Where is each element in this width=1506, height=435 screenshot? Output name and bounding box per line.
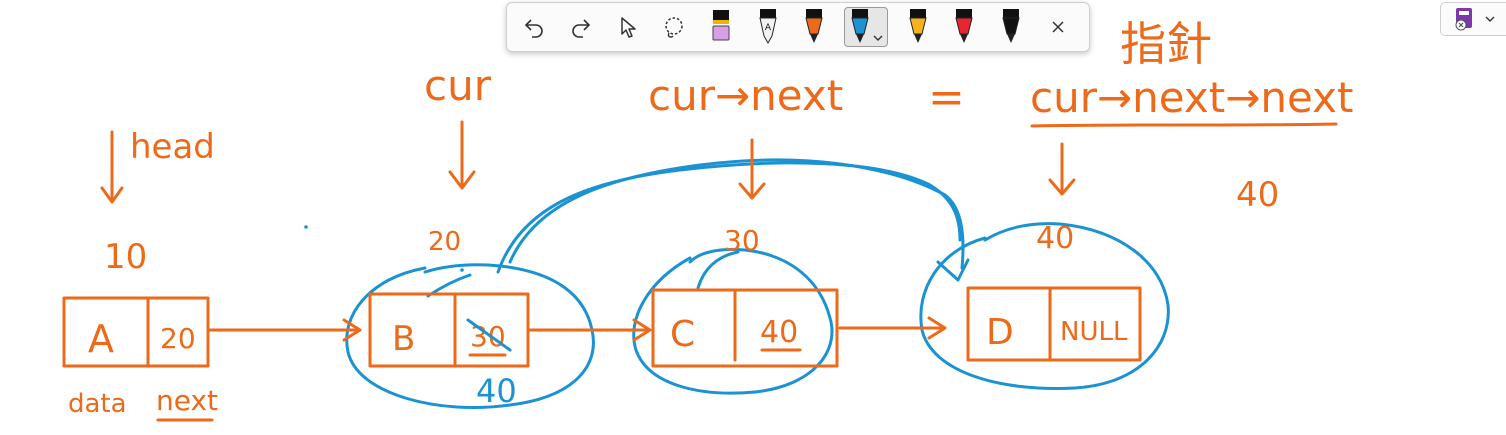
label-head: head — [130, 127, 215, 167]
label-cur-next: cur→next — [648, 71, 843, 120]
pen-marker-letter: A — [765, 23, 772, 33]
pen-blue-icon — [851, 9, 869, 43]
underline-cur-next-next — [1030, 122, 1338, 128]
strike-through — [466, 318, 512, 352]
redo-button[interactable] — [564, 7, 599, 47]
stray-dot — [304, 225, 308, 229]
pen-orange-button[interactable] — [797, 7, 832, 47]
node-c: C 40 — [651, 288, 839, 368]
arrow-c-d — [838, 316, 947, 340]
pen-blue-button[interactable] — [843, 7, 889, 47]
chevron-down-icon — [1485, 16, 1495, 22]
pen-black-2-icon — [1002, 9, 1020, 43]
app-icon — [1455, 8, 1472, 31]
label-data: data — [68, 389, 127, 419]
addr-b: 20 — [428, 227, 461, 257]
highlighter-button[interactable] — [704, 7, 739, 47]
c-return-arc — [696, 250, 740, 290]
label-cur-next-next: cur→next→next — [1030, 73, 1353, 122]
cur-next-arrow — [738, 138, 766, 200]
node-a: A 20 — [62, 296, 210, 368]
pen-red-button[interactable] — [947, 7, 982, 47]
loop-d — [919, 222, 1170, 390]
arrow-b-c — [528, 318, 652, 342]
undo-button[interactable] — [517, 7, 552, 47]
head-arrow — [100, 130, 124, 204]
lasso-icon — [665, 17, 684, 38]
highlighter-icon — [712, 10, 730, 41]
label-equals: = — [928, 72, 965, 123]
label-next: next — [156, 384, 218, 417]
node-d: D NULL — [966, 286, 1142, 362]
chevron-down-icon — [873, 35, 883, 41]
lasso-button[interactable] — [657, 7, 692, 47]
close-toolbar-button[interactable] — [1040, 7, 1075, 47]
pen-yellow-button[interactable] — [900, 7, 935, 47]
label-pointer-title: 指針 — [1120, 17, 1212, 71]
node-b-data: B — [392, 319, 415, 359]
cur-next-next-arrow — [1048, 142, 1076, 196]
node-a-next: 20 — [160, 322, 196, 355]
redo-icon — [572, 19, 591, 38]
pen-black-2-button[interactable] — [994, 7, 1029, 47]
undo-icon — [525, 19, 544, 38]
arrow-a-b — [208, 318, 362, 342]
addr-d: 40 — [1036, 221, 1074, 256]
close-icon — [1052, 21, 1064, 33]
select-icon — [620, 17, 636, 38]
cur-arrow — [448, 120, 476, 190]
node-c-next: 40 — [760, 315, 798, 350]
addr-extra: 40 — [1236, 175, 1279, 215]
bypass-arrowhead — [936, 258, 970, 282]
pen-black-icon: A — [759, 9, 777, 45]
addr-a: 10 — [104, 237, 147, 277]
node-c-data: C — [670, 314, 695, 355]
pen-yellow-icon — [908, 9, 927, 43]
node-d-next: NULL — [1060, 317, 1128, 347]
pen-black-button[interactable]: A — [750, 7, 785, 47]
node-d-data: D — [986, 312, 1014, 353]
pen-orange-icon — [805, 9, 824, 43]
node-b: B 30 — [368, 292, 530, 368]
addr-c: 30 — [724, 224, 760, 257]
stray-dot-2 — [460, 268, 464, 272]
app-switch-button[interactable] — [1440, 2, 1506, 36]
node-a-data: A — [88, 317, 114, 361]
select-button[interactable] — [610, 7, 645, 47]
bypass-arc-2 — [508, 158, 965, 270]
pen-red-icon — [955, 9, 973, 43]
pen-toolbar: A — [506, 2, 1090, 52]
label-cur: cur — [424, 61, 492, 110]
b-new-next: 40 — [476, 372, 517, 410]
loop-c — [632, 248, 834, 395]
